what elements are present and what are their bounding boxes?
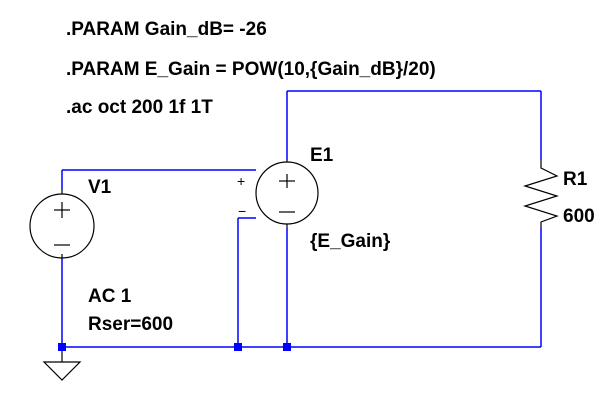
v1-name-label[interactable]: V1 (88, 177, 112, 198)
junction-node[interactable] (283, 343, 291, 351)
directive-param-gain[interactable]: .PARAM Gain_dB= -26 (66, 19, 267, 40)
junction-node[interactable] (234, 343, 242, 351)
ground-icon[interactable] (42, 351, 82, 381)
controlled-source-e1-symbol[interactable] (255, 160, 319, 228)
e1-name-label[interactable]: E1 (310, 145, 334, 166)
e1-value-label[interactable]: {E_Gain} (310, 231, 391, 252)
directive-param-egain[interactable]: .PARAM E_Gain = POW(10,{Gain_dB}/20) (66, 59, 436, 80)
v1-ac-label[interactable]: AC 1 (88, 286, 132, 307)
v1-rser-label[interactable]: Rser=600 (88, 314, 174, 335)
voltage-source-v1-symbol[interactable] (29, 190, 95, 259)
e1-control-minus-pin: − (238, 203, 247, 219)
junction-node[interactable] (58, 343, 66, 351)
directive-ac-analysis[interactable]: .ac oct 200 1f 1T (66, 97, 213, 118)
resistor-r1-symbol[interactable] (522, 160, 560, 228)
r1-value-label[interactable]: 600 (563, 206, 595, 227)
r1-name-label[interactable]: R1 (563, 169, 588, 190)
e1-control-plus-pin: + (237, 173, 246, 189)
